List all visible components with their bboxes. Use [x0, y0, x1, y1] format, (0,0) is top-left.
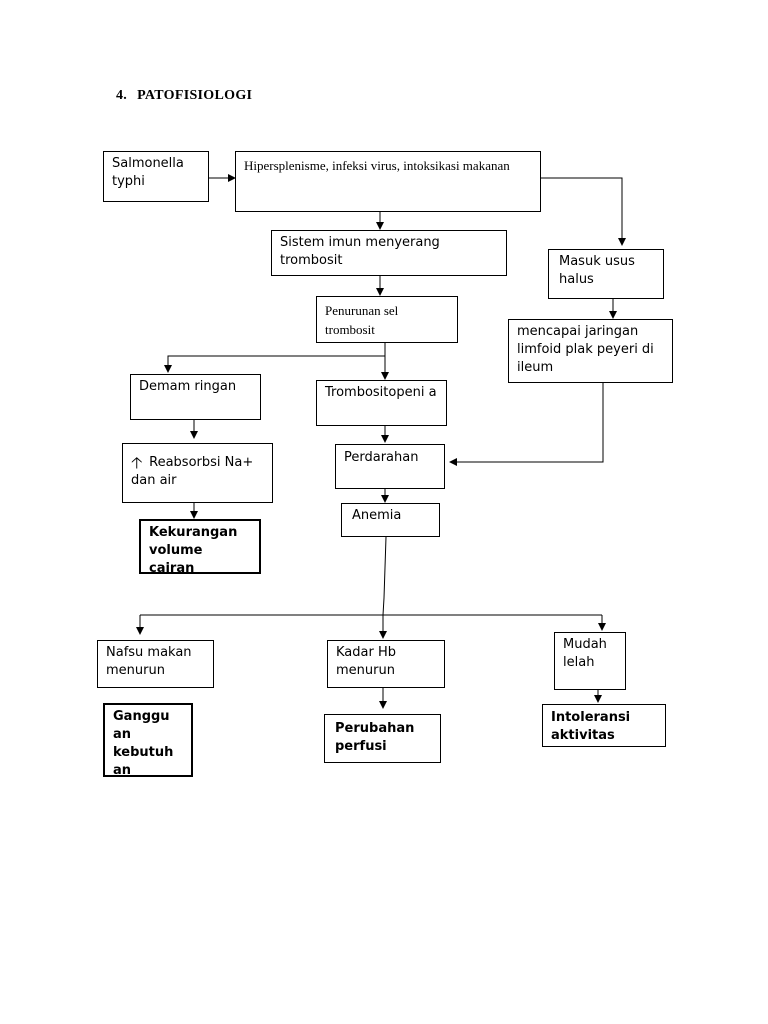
arrow-up-icon: 🡡: [131, 453, 143, 472]
node-nafsu: Nafsu makan menurun: [97, 640, 214, 688]
node-reabsorbsi: 🡡 Reabsorbsi Na+ dan air: [122, 443, 273, 503]
node-mencapai: mencapai jaringan limfoid plak peyeri di…: [508, 319, 673, 383]
node-demam: Demam ringan: [130, 374, 261, 420]
node-perubahan: Perubahan perfusi: [324, 714, 441, 763]
node-intoleransi: Intoleransi aktivitas: [542, 704, 666, 747]
node-reabsorbsi-label: Reabsorbsi Na+ dan air: [131, 455, 254, 488]
node-penurunan: Penurunan sel trombosit: [316, 296, 458, 343]
node-trombositopenia: Trombositopeni a: [316, 380, 447, 426]
section-heading: 4. PATOFISIOLOGI: [116, 88, 252, 104]
node-gangguan: Ganggu an kebutuh an: [103, 703, 193, 777]
node-mudah-lelah: Mudah lelah: [554, 632, 626, 690]
node-kadar-hb: Kadar Hb menurun: [327, 640, 445, 688]
edge-hipersplenisme-masuk-usus: [541, 177, 626, 246]
node-masuk-usus: Masuk usus halus: [548, 249, 664, 299]
heading-number: 4.: [116, 88, 128, 103]
edge-penurunan-demam: [164, 355, 385, 373]
node-hipersplenisme: Hipersplenisme, infeksi virus, intoksika…: [235, 151, 541, 212]
node-anemia: Anemia: [341, 503, 440, 537]
node-kekurangan: Kekurangan volume cairan: [139, 519, 261, 574]
node-sistem-imun: Sistem imun menyerang trombosit: [271, 230, 507, 276]
edge-mencapai-perdarahan: [449, 383, 604, 466]
node-salmonella: Salmonella typhi: [103, 151, 209, 202]
heading-title: PATOFISIOLOGI: [137, 88, 253, 103]
node-perdarahan: Perdarahan: [335, 444, 445, 489]
edge-anemia-split: [382, 536, 387, 616]
